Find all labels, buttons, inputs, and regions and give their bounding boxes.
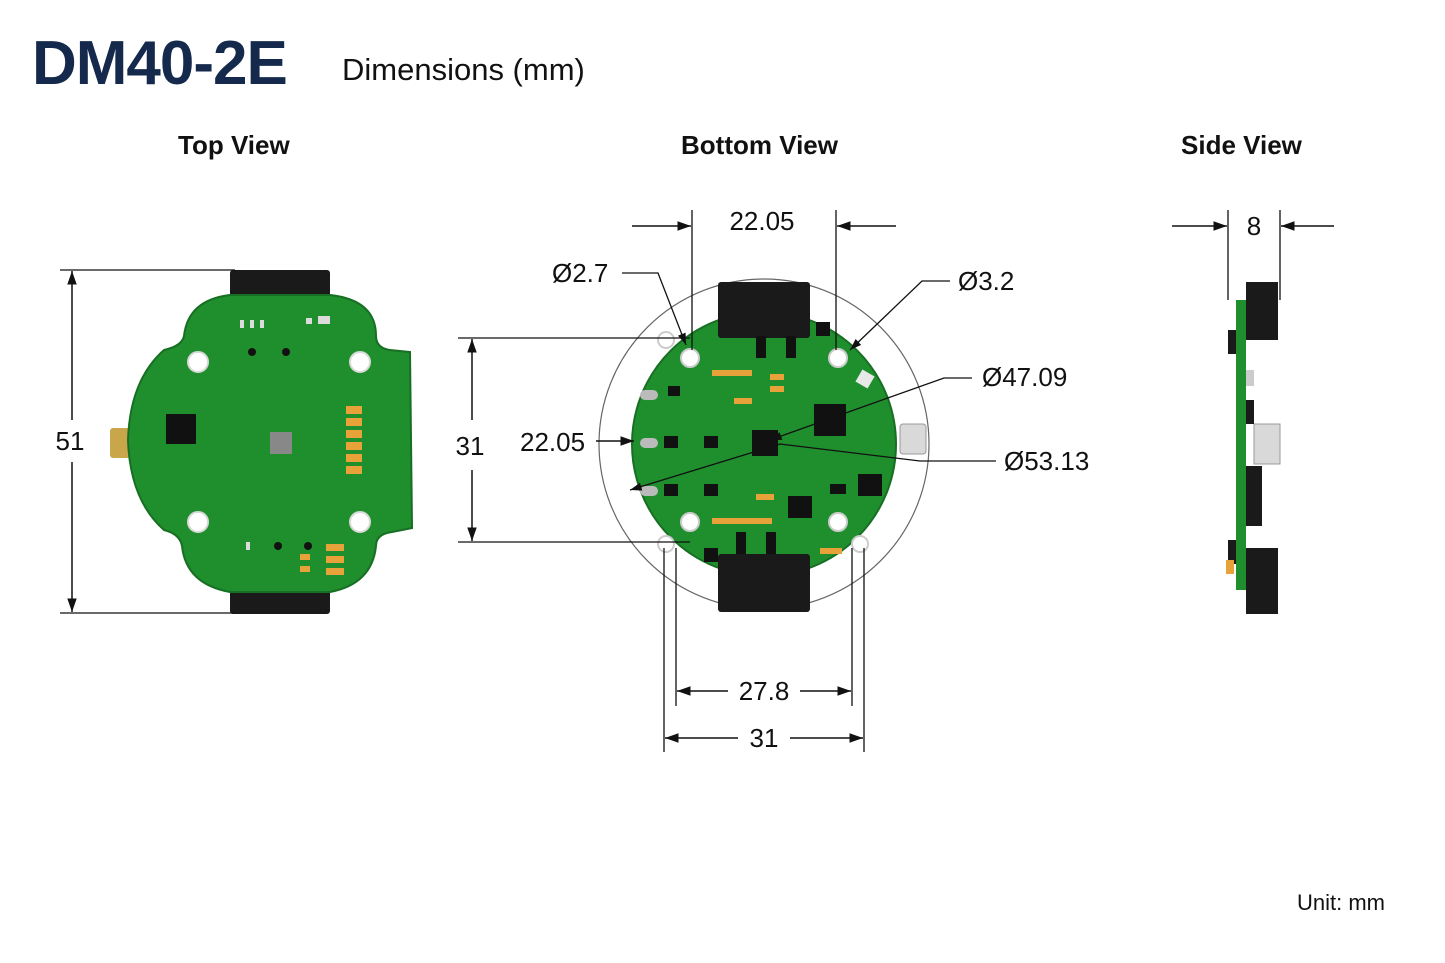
mount-hole [657, 535, 675, 553]
inductor [1246, 466, 1262, 526]
sensor-chip [270, 432, 292, 454]
dim-bottom-width-outer: 31 [750, 723, 779, 753]
dim-bottom-width-inner: 27.8 [739, 676, 790, 706]
dim-bottom-hole-spacing-top: 22.05 [729, 206, 794, 236]
dim-bottom-height: 31 [456, 431, 485, 461]
top-connector [718, 282, 810, 338]
bottom-view-dimensions: 22.05 Ø2.7 Ø3.2 Ø47.09 Ø53.13 31 22.05 2… [456, 206, 1090, 753]
mount-hole [187, 511, 209, 533]
bottom-view-label: Bottom View [681, 130, 838, 160]
dim-hole-dia-small: Ø2.7 [552, 258, 608, 288]
left-tab [110, 428, 132, 458]
top-view-board [110, 270, 414, 614]
side-view-thickness-dimension: 8 [1172, 210, 1334, 300]
mount-hole [349, 351, 371, 373]
ic-chip [752, 430, 778, 456]
mount-hole [680, 512, 700, 532]
top-view-height-dimension: 51 [56, 269, 235, 614]
mount-hole [349, 511, 371, 533]
top-view-label: Top View [178, 130, 290, 160]
top-connector [230, 270, 330, 298]
mount-hole [657, 331, 675, 349]
bottom-view-board [598, 278, 930, 612]
mount-hole [187, 351, 209, 373]
side-connector [1253, 423, 1281, 465]
ic-chip [166, 414, 196, 444]
pcb-edge [1236, 300, 1246, 590]
resistor-array [346, 406, 362, 474]
bottom-connector [230, 588, 330, 614]
inductor [788, 496, 812, 518]
side-connector [899, 423, 927, 455]
dim-circle-inner-dia: Ø47.09 [982, 362, 1067, 392]
side-view-board [1226, 282, 1281, 614]
inductor [858, 474, 882, 496]
mount-hole [851, 535, 869, 553]
top-connector [1246, 282, 1278, 340]
bottom-connector [718, 554, 810, 612]
bottom-connector [1246, 548, 1278, 614]
side-view-label: Side View [1181, 130, 1302, 160]
dim-hole-dia-large: Ø3.2 [958, 266, 1014, 296]
page-subtitle: Dimensions (mm) [342, 52, 585, 87]
capacitor-array [300, 544, 344, 575]
dim-top-height: 51 [56, 426, 85, 456]
ic-chip [814, 404, 846, 436]
mount-hole [680, 348, 700, 368]
dim-bottom-hole-spacing-left: 22.05 [520, 427, 585, 457]
mount-hole [828, 348, 848, 368]
mount-hole [828, 512, 848, 532]
unit-note: Unit: mm [1297, 890, 1385, 915]
dim-side-thickness: 8 [1247, 211, 1261, 241]
product-title: DM40-2E [32, 29, 288, 98]
dim-circle-outer-dia: Ø53.13 [1004, 446, 1089, 476]
